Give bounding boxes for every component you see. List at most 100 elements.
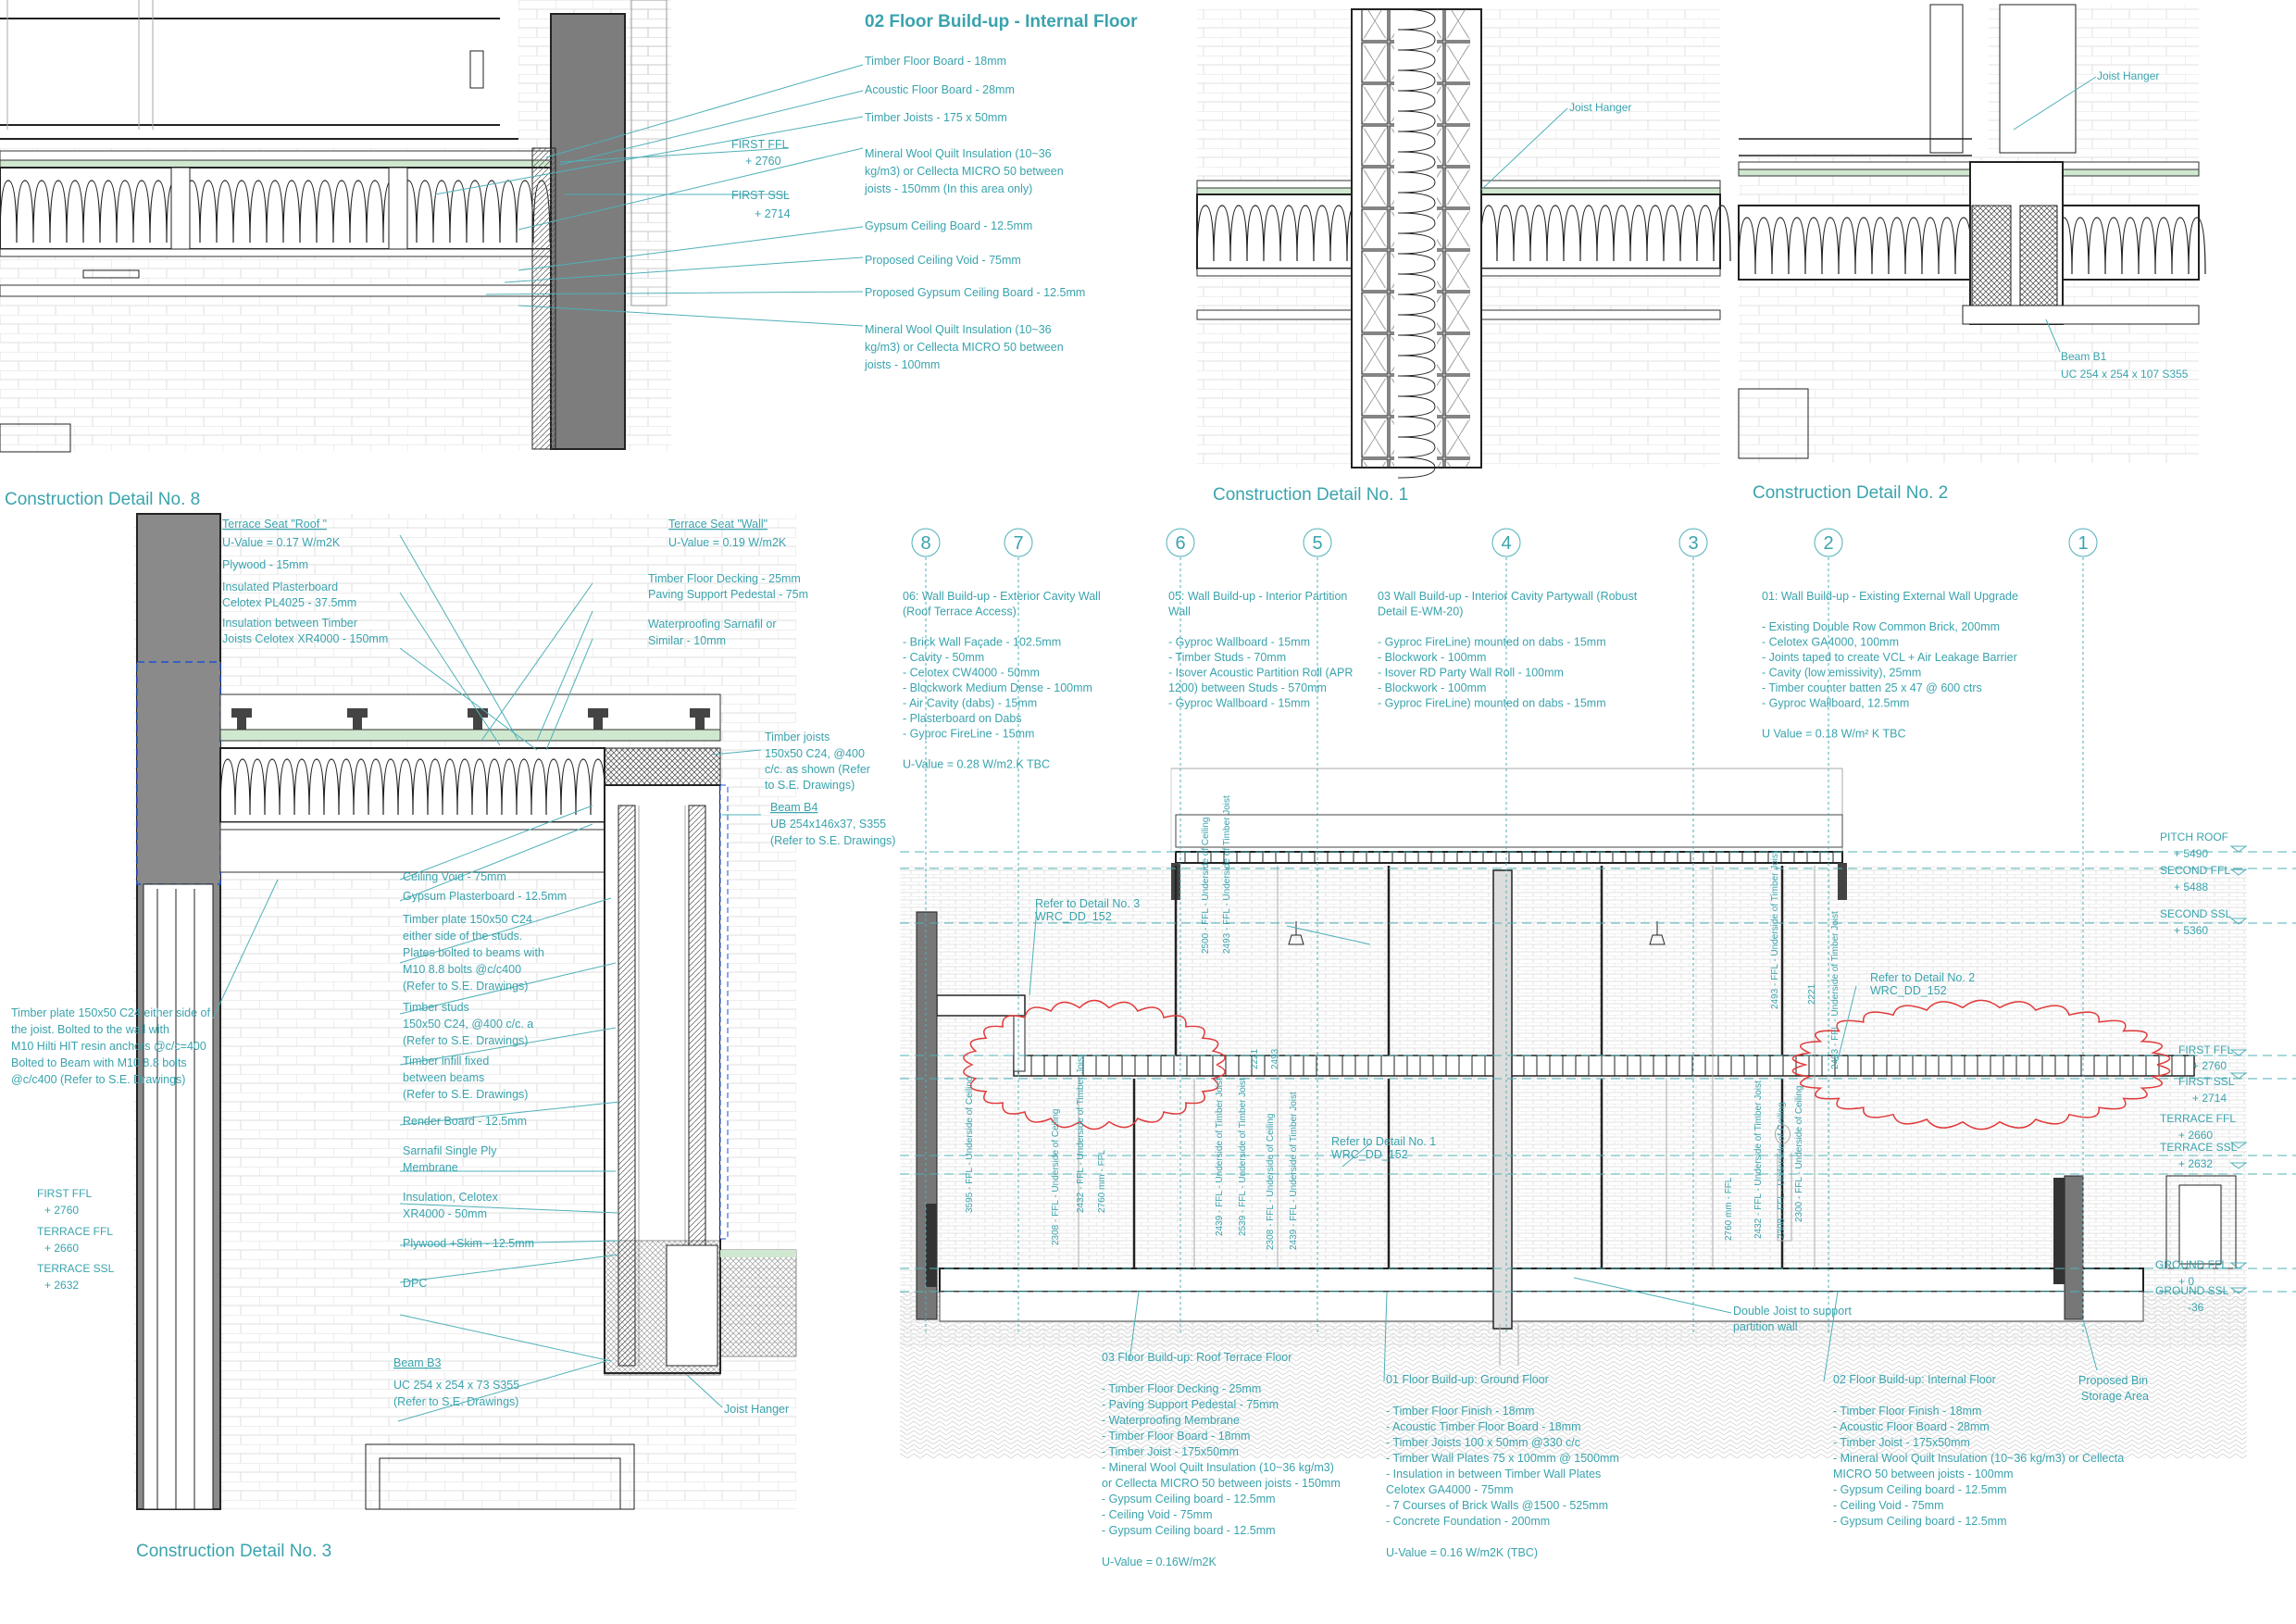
- detail-3-label: Timber plate 150x50 C24 either side of: [11, 1006, 210, 1019]
- floor-buildup-01: U-Value = 0.16 W/m2K (TBC): [1386, 1546, 1538, 1559]
- detail-02-drawing: [0, 0, 864, 453]
- floor-buildup-02: MICRO 50 between joists - 100mm: [1833, 1468, 2014, 1480]
- detail-02-label: joists - 100mm: [864, 358, 940, 371]
- floor-buildup-01: - Timber Joists 100 x 50mm @330 c/c: [1386, 1436, 1580, 1449]
- detail-3-label: Timber Floor Decking - 25mm: [648, 572, 801, 585]
- floor-buildup-01: - 7 Courses of Brick Walls @1500 - 525mm: [1386, 1499, 1608, 1512]
- grid-label: 2: [1823, 533, 1833, 554]
- wall-buildup-03: - Gyproc FireLine) mounted on dabs - 15m…: [1378, 697, 1606, 710]
- dimension-label: 2432 - FFL - Underside of Timber Joist: [1076, 1055, 1086, 1213]
- detail-3-label: Insulation between Timber: [222, 617, 357, 630]
- dimension-label: 2493 - FFL - Underside of Timber Joist: [1770, 851, 1780, 1009]
- detail-3-label: U-Value = 0.19 W/m2K: [668, 536, 787, 549]
- detail-3-level: + 2660: [44, 1242, 79, 1255]
- section-level: FIRST SSL: [2178, 1075, 2235, 1088]
- detail-title-8: Construction Detail No. 8: [5, 490, 200, 509]
- section-level: + 2760: [2192, 1059, 2227, 1072]
- floor-buildup-01: 01 Floor Build-up: Ground Floor: [1386, 1373, 1549, 1386]
- grid-label: 1: [2078, 533, 2088, 554]
- floor-buildup-03: - Timber Floor Decking - 25mm: [1102, 1382, 1261, 1395]
- detail-3-label: M10 8.8 bolts @c/c400: [403, 963, 521, 976]
- detail-3-label: (Refer to S.E. Drawings): [770, 834, 895, 847]
- wall-buildup-03: Detail E-WM-20): [1378, 606, 1463, 618]
- detail-02-label: Acoustic Floor Board - 28mm: [865, 83, 1015, 96]
- wall-buildup-06: (Roof Terrace Access): [903, 606, 1017, 618]
- dimension-label: 2539 - FFL - Underside of Timber Joist: [1238, 1078, 1248, 1236]
- floor-buildup-03: 03 Floor Build-up: Roof Terrace Floor: [1102, 1351, 1292, 1364]
- detail-02-label: Timber Floor Board - 18mm: [865, 55, 1006, 68]
- wall-buildup-01: 01: Wall Build-up - Existing External Wa…: [1762, 590, 2018, 603]
- section-level: + 5488: [2174, 881, 2208, 893]
- dimension-label: 2221: [1807, 983, 1817, 1005]
- grid-bubble: [2068, 528, 2098, 557]
- detail-reference: Refer to Detail No. 1: [1331, 1135, 1436, 1148]
- detail-3-label: Timber studs: [403, 1001, 469, 1014]
- wall-buildup-05: - Gyproc Wallboard - 15mm: [1168, 636, 1310, 649]
- floor-buildup-02: 02 Floor Build-up: Internal Floor: [1833, 1373, 1996, 1386]
- detail-2-label: Joist Hanger: [2097, 69, 2159, 82]
- section-level: -36: [2188, 1301, 2204, 1314]
- detail-3-label: Beam B3: [393, 1356, 441, 1369]
- grid-bubble: [1166, 528, 1195, 557]
- detail-3-drawing: [134, 513, 797, 1510]
- wall-buildup-06: - Blockwork Medium Dense - 100mm: [903, 681, 1092, 694]
- detail-02-label: Gypsum Ceiling Board - 12.5mm: [865, 219, 1032, 232]
- detail-02-level: + 2760: [745, 155, 781, 168]
- floor-buildup-01: Celotex GA4000 - 75mm: [1386, 1483, 1514, 1496]
- detail-3-level: TERRACE SSL: [37, 1262, 115, 1275]
- floor-buildup-03: - Mineral Wool Quilt Insulation (10~36 k…: [1102, 1461, 1334, 1474]
- wall-buildup-06: - Celotex CW4000 - 50mm: [903, 667, 1040, 680]
- detail-3-label: Terrace Seat "Roof ": [222, 518, 327, 531]
- detail-3-label: @c/c400 (Refer to S.E. Drawings): [11, 1073, 185, 1086]
- grid-bubble: [1004, 528, 1033, 557]
- detail-3-label: DPC: [403, 1277, 427, 1290]
- detail-3-label: Plywood +Skim - 12.5mm: [403, 1237, 534, 1250]
- bin-note: Storage Area: [2081, 1390, 2149, 1403]
- section-level: + 2660: [2178, 1129, 2213, 1142]
- wall-buildup-01: - Celotex GA4000, 100mm: [1762, 636, 1899, 649]
- double-joist-note: partition wall: [1733, 1320, 1797, 1333]
- dimension-label: 3595 - FFL - Underside of Ceiling: [965, 1077, 975, 1213]
- detail-02-level: FIRST SSL: [731, 189, 790, 202]
- dimension-label: 2308 - FFL - Underside of Ceiling: [1777, 1103, 1787, 1239]
- detail-3-label: Sarnafil Single Ply: [403, 1144, 497, 1157]
- detail-02-label: Proposed Gypsum Ceiling Board - 12.5mm: [865, 286, 1085, 299]
- detail-3-label: Celotex PL4025 - 37.5mm: [222, 596, 356, 609]
- detail-reference: WRC_DD_152: [1331, 1148, 1408, 1161]
- dimension-label: 2221: [1250, 1048, 1260, 1069]
- detail-3-label: U-Value = 0.17 W/m2K: [222, 536, 341, 549]
- wall-buildup-03: 03 Wall Build-up - Interior Cavity Party…: [1378, 590, 1638, 603]
- detail-2-label: UC 254 x 254 x 107 S355: [2061, 368, 2189, 381]
- detail-3-level: + 2632: [44, 1279, 79, 1292]
- detail-3-level: + 2760: [44, 1204, 79, 1217]
- detail-3-label: XR4000 - 50mm: [403, 1207, 487, 1220]
- floor-buildup-02: - Ceiling Void - 75mm: [1833, 1499, 1944, 1512]
- section-level: + 0: [2178, 1275, 2194, 1288]
- detail-3-label: Render Board - 12.5mm: [403, 1115, 527, 1128]
- wall-buildup-01: - Joints taped to create VCL + Air Leaka…: [1762, 651, 2017, 664]
- detail-3-label: Joist Hanger: [724, 1403, 789, 1416]
- dimension-label: 2432 - FFL - Underside of Timber Joist: [1753, 1081, 1764, 1239]
- detail-3-label: (Refer to S.E. Drawings): [393, 1395, 518, 1408]
- detail-3-label: Bolted to Beam with M10 8.8 bolts: [11, 1056, 187, 1069]
- grid-label: 5: [1312, 533, 1322, 554]
- detail-2-drawing: [1738, 4, 2206, 463]
- detail-3-label: Ceiling Void - 75mm: [403, 870, 506, 883]
- section-labels: 06: Wall Build-up - Exterior Cavity Wall…: [903, 590, 2238, 1568]
- detail-1-drawing: [1196, 8, 1731, 479]
- detail-title-2: Construction Detail No. 2: [1753, 483, 1948, 503]
- detail-3-label: Gypsum Plasterboard - 12.5mm: [403, 890, 567, 903]
- section-level: + 2632: [2178, 1157, 2213, 1170]
- detail-02-heading: 02 Floor Build-up - Internal Floor: [865, 12, 1138, 31]
- detail-02-label: kg/m3) or Cellecta MICRO 50 between: [865, 165, 1064, 178]
- wall-buildup-01: - Cavity (low emissivity), 25mm: [1762, 667, 1921, 680]
- grid-label: 6: [1175, 533, 1185, 554]
- floor-buildup-03: - Paving Support Pedestal - 75mm: [1102, 1398, 1279, 1411]
- detail-3-label: between beams: [403, 1071, 484, 1084]
- wall-buildup-03: - Blockwork - 100mm: [1378, 651, 1486, 664]
- detail-02-level: FIRST FFL: [731, 138, 789, 151]
- wall-buildup-03: - Blockwork - 100mm: [1378, 681, 1486, 694]
- dimension-label: 2760 mm - FFL: [1724, 1177, 1734, 1241]
